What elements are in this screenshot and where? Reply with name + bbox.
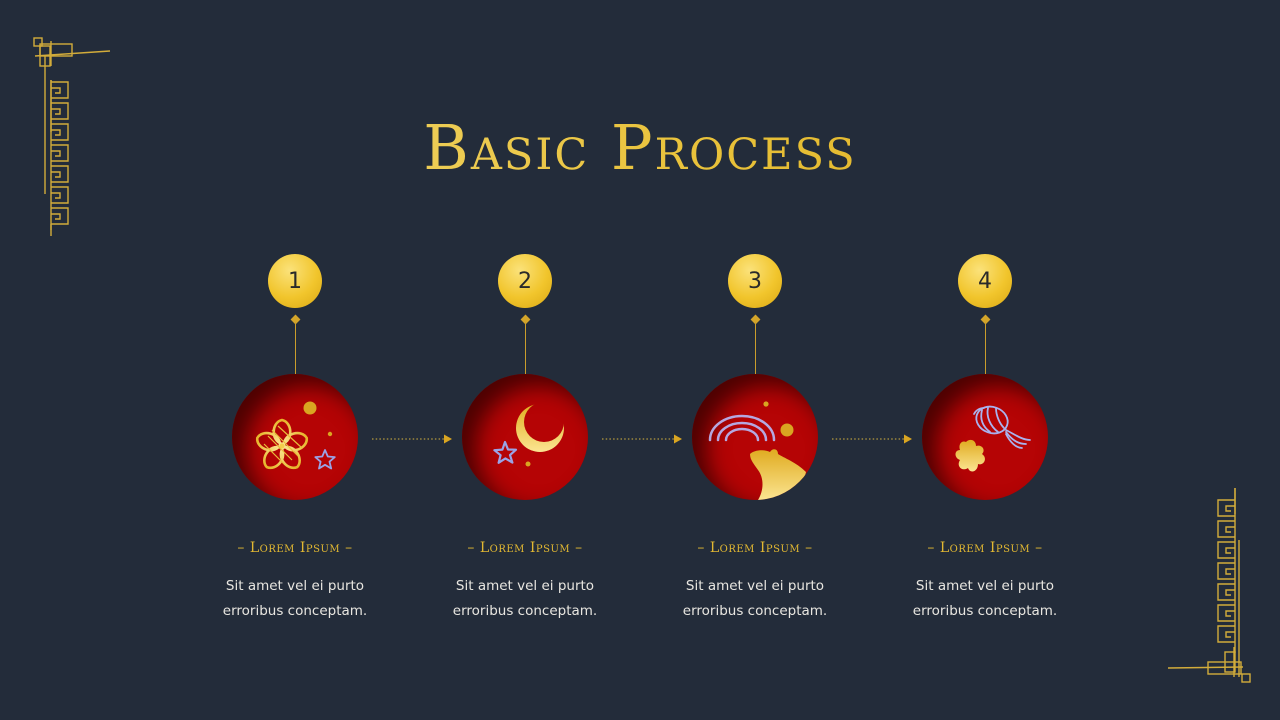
crescent-moon-star-icon — [493, 404, 564, 467]
slide-title: Basic Process — [0, 108, 1280, 188]
connector-line — [524, 322, 526, 376]
connector-line — [754, 322, 756, 376]
description-line: erroribus conceptam. — [682, 603, 828, 619]
description-line: erroribus conceptam. — [222, 603, 368, 619]
connector-line — [984, 322, 986, 376]
step-icon-disc — [462, 374, 588, 500]
description-line: erroribus conceptam. — [912, 603, 1058, 619]
top-left-fret-ornament — [33, 37, 111, 236]
step-label: – Lorem Ipsum – — [697, 540, 813, 556]
dotted-arrow-connector-3 — [832, 434, 912, 444]
step-icon-disc — [232, 374, 358, 500]
step-label: – Lorem Ipsum – — [467, 540, 583, 556]
dotted-arrow-connector-2 — [602, 434, 682, 444]
description-line: Sit amet vel ei purto — [455, 578, 595, 594]
step-label: – Lorem Ipsum – — [237, 540, 353, 556]
step-description: Sit amet vel ei purto erroribus concepta… — [180, 574, 410, 624]
description-line: erroribus conceptam. — [452, 603, 598, 619]
step-icon-disc — [922, 374, 1048, 500]
connector-line — [294, 322, 296, 376]
step-number-badge: 1 — [268, 254, 322, 308]
step-number-badge: 3 — [728, 254, 782, 308]
description-line: Sit amet vel ei purto — [685, 578, 825, 594]
lantern-flower-icon — [955, 405, 1031, 472]
step-description: Sit amet vel ei purto erroribus concepta… — [410, 574, 640, 624]
description-line: Sit amet vel ei purto — [915, 578, 1055, 594]
bottom-right-fret-ornament — [1167, 488, 1251, 683]
step-description: Sit amet vel ei purto erroribus concepta… — [870, 574, 1100, 624]
plum-blossom-star-icon — [255, 401, 336, 470]
step-number-badge: 2 — [498, 254, 552, 308]
step-description: Sit amet vel ei purto erroribus concepta… — [640, 574, 870, 624]
step-icon-disc — [692, 374, 818, 500]
rat-rainbow-icon — [708, 401, 806, 500]
step-label: – Lorem Ipsum – — [927, 540, 1043, 556]
description-line: Sit amet vel ei purto — [225, 578, 365, 594]
dotted-arrow-connector-1 — [372, 434, 452, 444]
step-number-badge: 4 — [958, 254, 1012, 308]
